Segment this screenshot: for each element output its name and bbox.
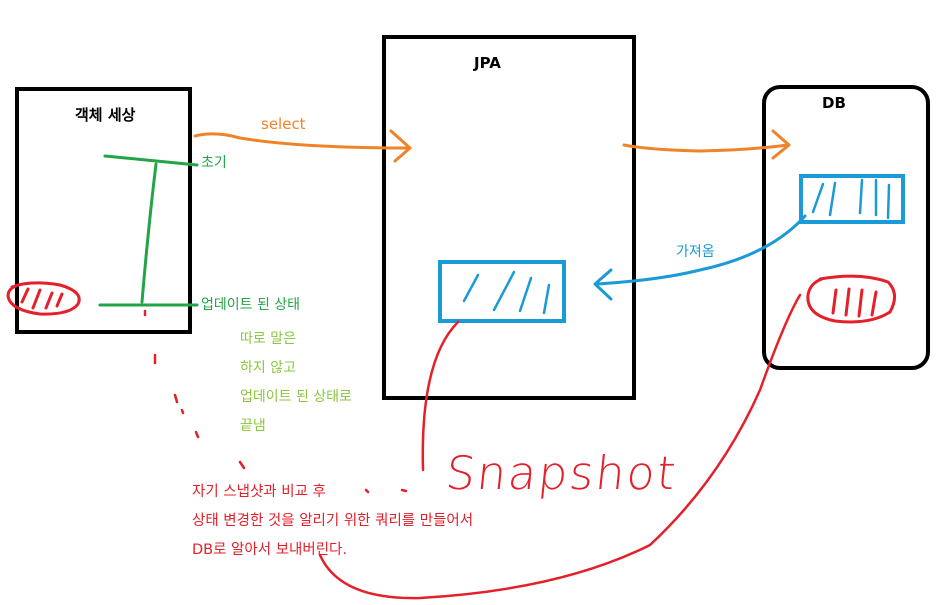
object-state-timeline [98,154,199,307]
snapshot-label: Snapshot [443,446,680,500]
jpa-title: JPA [474,54,501,72]
object-world-box [15,87,192,334]
fetch-arrow [593,214,807,301]
green-note-line: 업데이트 된 상태로 [240,389,352,405]
object-red-ellipse [6,281,81,316]
red-note-line: 자기 스냅샷과 비교 후 [192,484,326,500]
initial-state-label: 초기 [201,155,227,171]
red-note: 자기 스냅샷과 비교 후 상태 변경한 것을 알리기 위한 쿼리를 만들어서 D… [192,478,473,565]
jpa-box [382,35,636,400]
snapshot-curve [421,320,460,472]
object-world-title: 객체 세상 [75,106,136,124]
green-note-line: 하지 않고 [240,360,296,376]
db-data-box [799,174,905,224]
dotted-connector [143,309,408,494]
green-note-line: 끝냄 [240,418,266,434]
green-note: 따로 말은 하지 않고 업데이트 된 상태로 끝냄 [240,325,352,441]
db-title: DB [822,94,846,112]
query-curve [318,293,802,600]
red-note-line: DB로 알아서 보내버린다. [192,542,347,558]
select-label: select [261,115,306,133]
db-box [762,85,930,370]
jpa-data-box [438,260,566,323]
red-note-line: 상태 변경한 것을 알리기 위한 쿼리를 만들어서 [192,513,474,529]
db-red-ellipse [806,274,896,324]
query-to-db-arrow [622,129,791,160]
fetched-label: 가져옴 [676,244,715,260]
green-note-line: 따로 말은 [240,331,296,347]
updated-state-label: 업데이트 된 상태 [201,297,301,313]
select-arrow [193,129,412,163]
